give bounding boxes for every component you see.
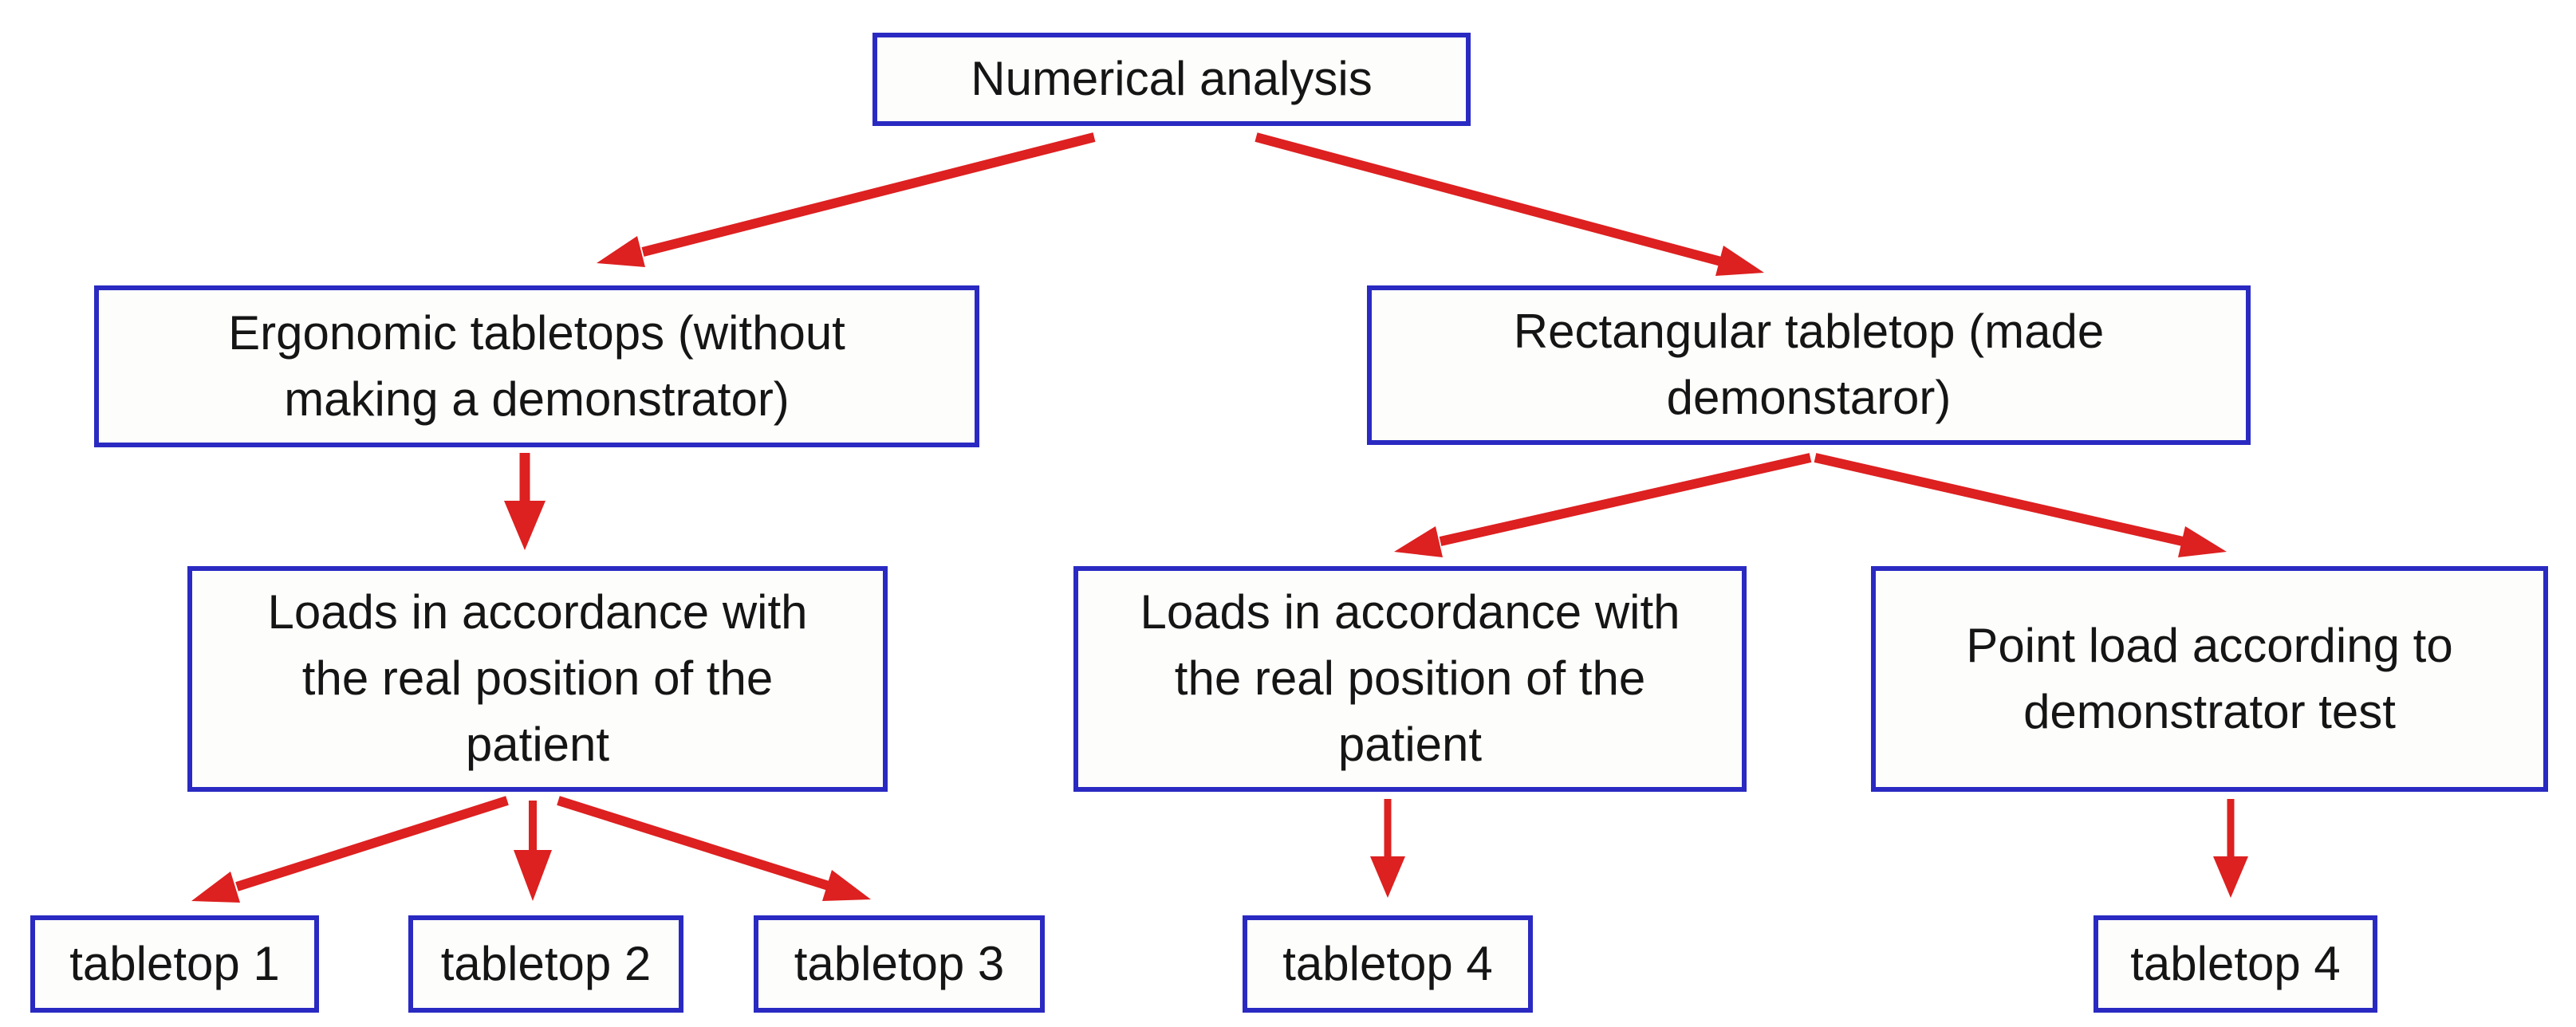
arrow-pointload-to-tabletop4 (2213, 799, 2248, 898)
arrow-loads-to-tabletop1 (191, 796, 509, 903)
node-tabletop-1: tabletop 1 (30, 915, 319, 1013)
node-label: Rectangular tabletop (made demonstaror) (1513, 305, 2105, 424)
node-label: Loads in accordance with the real positi… (1140, 585, 1680, 771)
arrow-root-to-rectangular (1255, 132, 1764, 276)
node-label: Ergonomic tabletops (without making a de… (228, 305, 845, 426)
node-label: tabletop 4 (1282, 936, 1493, 990)
node-label: tabletop 4 (2130, 936, 2341, 990)
node-label: tabletop 2 (440, 936, 652, 990)
arrow-root-to-ergonomic (597, 132, 1096, 267)
arrow-loads-to-tabletop4 (1370, 799, 1405, 898)
node-numerical-analysis: Numerical analysis (872, 33, 1471, 126)
node-label: Loads in accordance with the real positi… (267, 585, 808, 771)
node-tabletop-4-left: tabletop 4 (1243, 915, 1533, 1013)
node-tabletop-4-right: tabletop 4 (2093, 915, 2377, 1013)
node-point-load: Point load according to demonstrator tes… (1871, 566, 2548, 792)
node-label: tabletop 1 (69, 936, 280, 990)
arrow-ergonomic-to-loads (504, 453, 546, 550)
node-rectangular-tabletop: Rectangular tabletop (made demonstaror) (1367, 285, 2251, 445)
node-label: tabletop 3 (794, 936, 1005, 990)
node-label: Point load according to demonstrator tes… (1966, 618, 2453, 738)
node-label: Numerical analysis (971, 52, 1373, 106)
arrow-rectangular-to-pointload (1814, 453, 2227, 557)
arrow-rectangular-to-loads (1394, 453, 1812, 557)
node-ergonomic-tabletops: Ergonomic tabletops (without making a de… (94, 285, 979, 447)
node-tabletop-2: tabletop 2 (408, 915, 683, 1013)
arrow-loads-to-tabletop3 (557, 796, 871, 901)
arrow-loads-to-tabletop2 (514, 801, 552, 901)
node-loads-real-position-right: Loads in accordance with the real positi… (1073, 566, 1747, 792)
node-loads-real-position-left: Loads in accordance with the real positi… (187, 566, 888, 792)
node-tabletop-3: tabletop 3 (754, 915, 1045, 1013)
